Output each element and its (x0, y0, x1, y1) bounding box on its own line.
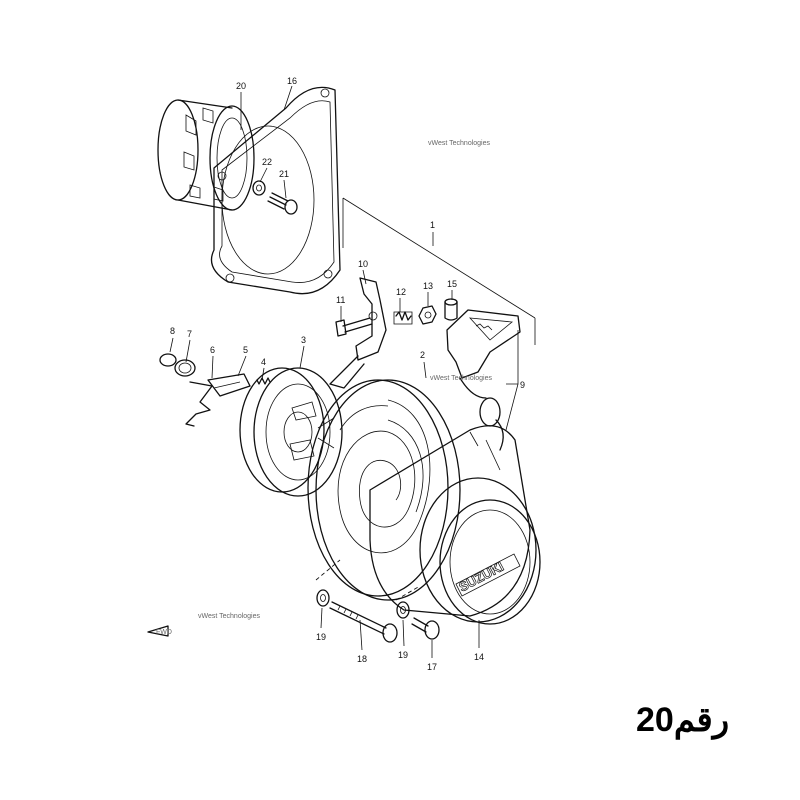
callout-19a: 19 (316, 632, 326, 642)
page-label: رقم20 (636, 701, 730, 739)
watermark-top: vWest Technologies (428, 140, 490, 147)
part-8-clip (159, 353, 177, 367)
callout-5: 5 (243, 345, 248, 355)
callout-21: 21 (279, 169, 289, 179)
part-20-starter-cup (157, 99, 255, 211)
callout-8: 8 (170, 326, 175, 336)
callout-15: 15 (447, 279, 457, 289)
callout-6: 6 (210, 345, 215, 355)
fwd-label: FWD (156, 629, 172, 636)
callout-4: 4 (261, 357, 266, 367)
part-17-screw (411, 617, 440, 640)
callout-19b: 19 (398, 650, 408, 660)
part-21-screw (267, 192, 298, 215)
callout-17: 17 (427, 662, 437, 672)
callout-22: 22 (262, 157, 272, 167)
callout-12: 12 (396, 287, 406, 297)
watermark-middle: vWest Technologies (430, 375, 492, 382)
part-19-washer-left (316, 589, 330, 607)
leader-lines (169, 85, 519, 658)
part-2-spiral-spring (307, 379, 461, 601)
callout-3: 3 (301, 335, 306, 345)
part-18-long-bolt (329, 601, 398, 643)
callout-16: 16 (287, 76, 297, 86)
part-14-cover: SUZUKI (369, 425, 541, 625)
watermark-bottom: vWest Technologies (198, 613, 260, 620)
watermarks: vWest Technologies vWest Technologies vW… (198, 140, 492, 620)
callout-2: 2 (420, 350, 425, 360)
part-15-collar (444, 298, 458, 321)
part-22-washer (252, 180, 266, 196)
callout-1: 1 (430, 220, 435, 230)
part-3-reel (239, 367, 343, 497)
part-6-spring-wire (185, 381, 213, 427)
callout-20: 20 (236, 81, 246, 91)
callout-11: 11 (336, 295, 345, 305)
callout-7: 7 (187, 329, 192, 339)
fwd-arrow-icon: FWD (147, 625, 172, 637)
part-13-nut (418, 305, 437, 325)
callout-labels: 1 2 3 4 5 6 7 8 9 10 11 12 13 14 15 16 1… (170, 76, 525, 672)
part-19-washer-right (396, 601, 410, 619)
assembly-lines (315, 559, 421, 601)
part-5-plate (207, 373, 251, 397)
assembly-1-boundary (342, 197, 536, 345)
callout-9: 9 (520, 380, 525, 390)
callout-13: 13 (423, 281, 433, 291)
part-4-spring (256, 377, 271, 385)
callout-14: 14 (474, 652, 484, 662)
part-12-spring (393, 311, 413, 325)
callout-18: 18 (357, 654, 367, 664)
part-7-ring (174, 359, 196, 377)
callout-10: 10 (358, 259, 368, 269)
part-10-lever (329, 277, 387, 389)
part-16-gasket (210, 86, 341, 295)
